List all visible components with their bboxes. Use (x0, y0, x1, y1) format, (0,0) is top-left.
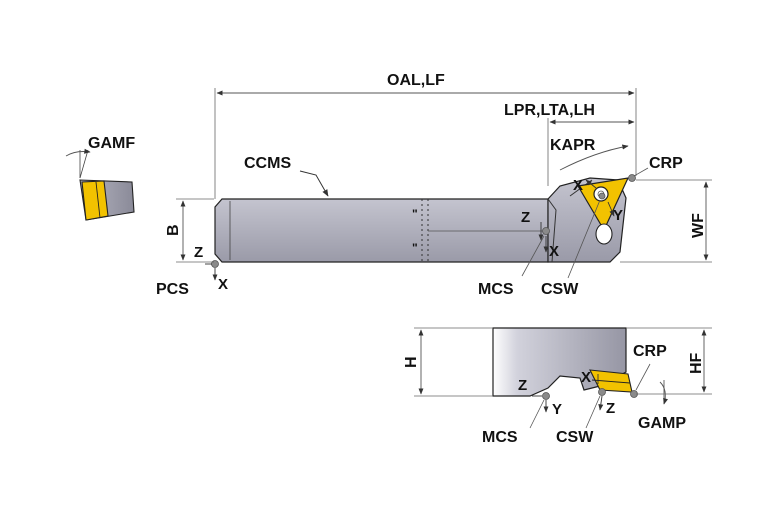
triangle-insert (577, 177, 630, 232)
side-csw-z-arrow (598, 395, 604, 411)
crp-leader-top (633, 167, 649, 177)
gamf-insert-line (95, 181, 101, 219)
oal-label: OAL,LF (387, 72, 445, 89)
csw-label-top: CSW (541, 281, 579, 298)
csw-label-side: CSW (556, 429, 594, 446)
csw-leader-top (567, 199, 601, 279)
side-csw-x-label: X (581, 369, 591, 386)
clamp-pin (595, 223, 613, 245)
gamf-angle-line (79, 149, 89, 179)
crp-label-side: CRP (633, 343, 667, 360)
wf-label: WF (690, 213, 707, 238)
quote-mark-lower: " (412, 241, 418, 255)
csw-y-arrow (607, 201, 615, 217)
kapr-label: KAPR (550, 137, 596, 154)
side-csw-leader (585, 395, 601, 429)
ccms-leader (299, 170, 329, 197)
csw-marker (598, 192, 606, 200)
kapr-arc (559, 144, 629, 171)
crp-marker-top (628, 174, 636, 182)
quote-mark-upper: " (412, 207, 418, 221)
side-crp-leader (635, 363, 651, 391)
side-mcs-leader (529, 399, 545, 429)
gamf-view: GAMF (65, 135, 135, 221)
b-label: B (165, 224, 182, 236)
top-mcs-z-label: Z (521, 209, 530, 226)
shank-body (214, 198, 549, 263)
csw-x-arrow (585, 179, 597, 189)
top-mcs-x-label: X (549, 243, 559, 260)
top-csw-y-label: Y (613, 207, 623, 224)
gamp-arc (659, 381, 668, 405)
pcs-z-label: Z (194, 244, 203, 261)
mcs-marker (542, 227, 550, 235)
side-mcs-z-label: Z (518, 377, 527, 394)
top-view: " " Z X X Y Z X OAL,LF LPR,LTA,LH KAPR (156, 72, 712, 298)
side-insert (589, 369, 633, 393)
crp-label-top: CRP (649, 155, 683, 172)
side-body (492, 327, 627, 397)
gamf-label: GAMF (88, 135, 135, 152)
pcs-label: PCS (156, 281, 189, 298)
top-csw-x-label: X (573, 177, 583, 194)
gamf-insert (81, 180, 109, 221)
hf-label: HF (688, 352, 705, 374)
side-mcs-marker (542, 392, 550, 400)
h-label: H (403, 356, 420, 368)
head-pocket (547, 198, 557, 263)
pcs-x-label: X (218, 276, 228, 293)
mcs-label-side: MCS (482, 429, 518, 446)
side-view: Z Y X Z CRP GAMP H HF MCS CSW (403, 327, 712, 446)
pcs-marker (211, 260, 219, 268)
lpr-label: LPR,LTA,LH (504, 102, 595, 119)
ccms-label: CCMS (244, 155, 291, 172)
mcs-leader-top (521, 235, 545, 277)
gamp-label: GAMP (638, 415, 686, 432)
gamf-arc (65, 148, 91, 157)
side-csw-z-label: Z (606, 400, 615, 417)
side-csw-marker (598, 388, 606, 396)
side-mcs-y-label: Y (552, 401, 562, 418)
mcs-label-top: MCS (478, 281, 514, 298)
